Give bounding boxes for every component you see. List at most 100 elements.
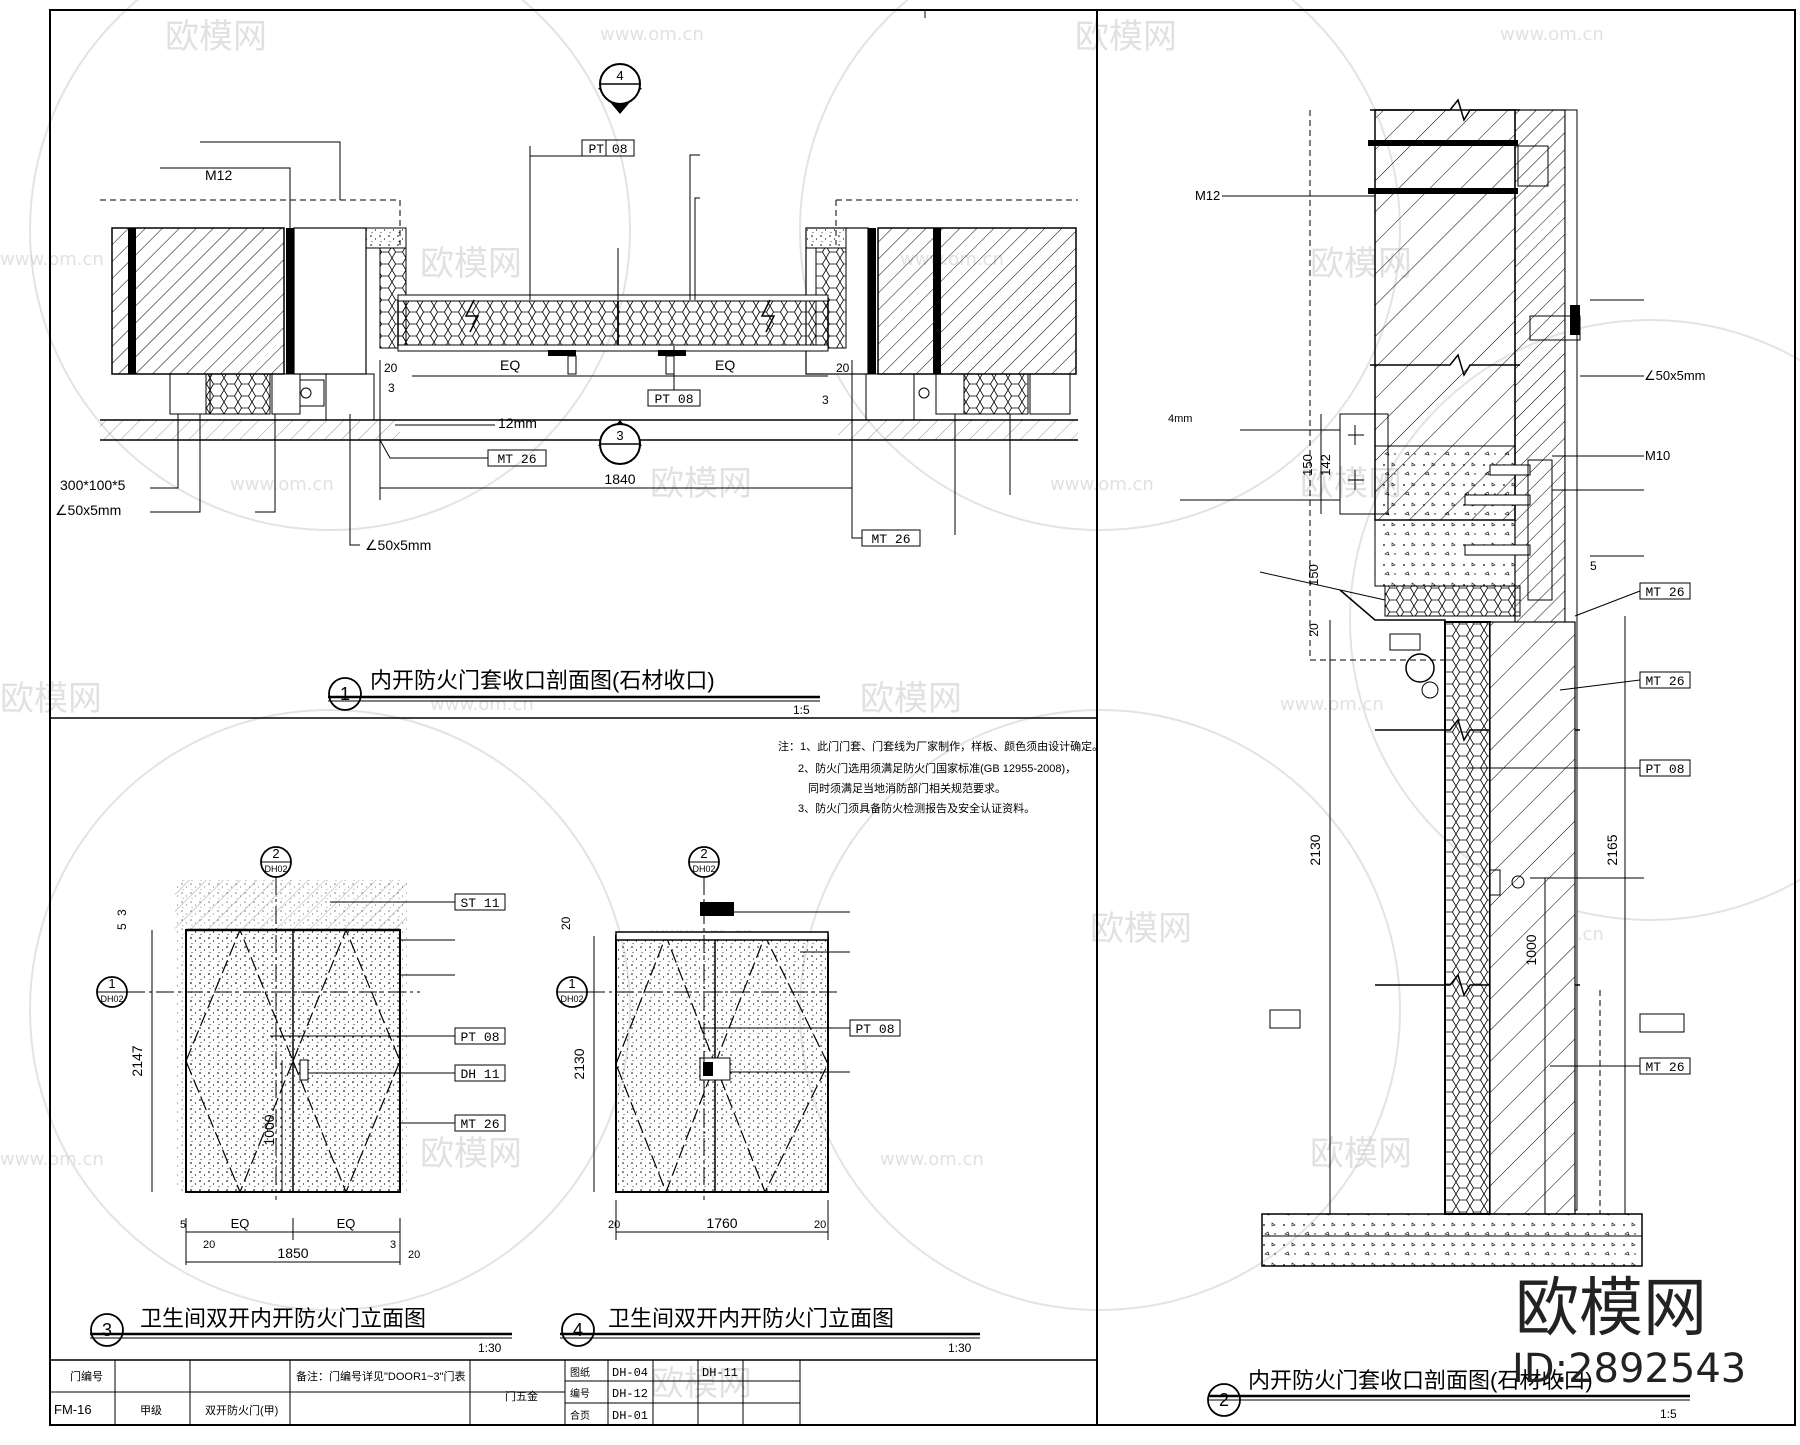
dim-2130: 2130	[571, 1048, 587, 1079]
tag-pt08-mid: PT 08	[647, 389, 701, 407]
section-marker-4: 4	[598, 63, 642, 114]
svg-text:3: 3	[115, 909, 129, 916]
dim-2165: 2165	[1604, 834, 1620, 865]
svg-text:3: 3	[616, 428, 623, 443]
tag-dh11: DH 11	[454, 1064, 506, 1082]
door-code: FM-16	[54, 1402, 92, 1417]
svg-text:门五金: 门五金	[505, 1389, 538, 1403]
svg-text:5: 5	[1590, 559, 1597, 573]
svg-text:5: 5	[115, 923, 129, 930]
detail-2-section: 150 142 150 20 2130 2165 1000 5 M12 ∠50x…	[1168, 98, 1706, 1421]
tag-mt26-s3: MT 26	[1639, 1057, 1691, 1075]
tag-mt26-s2: MT 26	[1639, 671, 1691, 689]
watermark-brand: 欧模网	[860, 679, 962, 719]
svg-text:4: 4	[573, 1320, 583, 1340]
svg-text:MT 26: MT 26	[460, 1117, 499, 1132]
svg-text:双开防火门(甲): 双开防火门(甲)	[205, 1403, 278, 1417]
label-m10-bolt: M10	[1645, 448, 1670, 463]
dim-1000: 1000	[261, 1114, 277, 1145]
watermark-url: www.om.cn	[0, 249, 104, 270]
section-ref-2: 2 DH02	[260, 846, 292, 1200]
watermark-url: www.om.cn	[0, 1149, 104, 1170]
note-line: 3、防火门须具备防火检测报告及安全认证资料。	[798, 801, 1035, 815]
svg-text:DH02: DH02	[100, 994, 123, 1004]
svg-text:DH-12: DH-12	[612, 1387, 648, 1401]
svg-text:PT 08: PT 08	[654, 392, 693, 407]
title-block-table: 门编号 甲级 FM-16 甲级 双开防火门(甲) 备注：门编号详见"DOOR1~…	[49, 1359, 1098, 1426]
svg-text:EQ: EQ	[231, 1216, 250, 1231]
svg-text:3: 3	[390, 1239, 396, 1251]
tag-pt08-top: PT 08	[581, 139, 635, 157]
svg-text:PT 08: PT 08	[460, 1030, 499, 1045]
svg-text:3: 3	[822, 393, 829, 407]
dim-1760: 1760	[706, 1215, 737, 1231]
dim-1000-section: 1000	[1523, 934, 1539, 965]
watermark-url: www.om.cn	[1500, 24, 1604, 45]
watermark-url: www.om.cn	[1280, 694, 1384, 715]
svg-text:1:30: 1:30	[478, 1341, 502, 1355]
svg-text:1:30: 1:30	[948, 1341, 972, 1355]
detail-2-title-text: 内开防火门套收口剖面图(石材收口)	[1248, 1368, 1593, 1393]
svg-text:5: 5	[180, 1219, 186, 1231]
label-angle-steel-2: ∠50x5mm	[365, 537, 431, 553]
svg-text:3: 3	[388, 381, 395, 395]
scale-label: 1:5	[793, 703, 810, 717]
detail-1-title: 1 内开防火门套收口剖面图(石材收口) 1:5	[328, 668, 820, 717]
watermark-brand: 欧模网	[1075, 17, 1177, 57]
general-notes: 注：1、此门门套、门套线为厂家制作，样板、颜色须由设计确定。 2、防火门选用须满…	[778, 739, 1103, 815]
dim-1850: 1850	[277, 1245, 308, 1261]
svg-text:DH02: DH02	[264, 864, 287, 874]
svg-text:MT 26: MT 26	[497, 452, 536, 467]
section-ref-1: 1 DH02	[96, 976, 420, 1008]
dim-1840: 1840	[604, 471, 635, 487]
watermark-url: www.om.cn	[1050, 474, 1154, 495]
svg-text:20: 20	[836, 361, 850, 375]
label-angle-steel: ∠50x5mm	[55, 502, 121, 518]
tag-st11: ST 11	[454, 893, 506, 911]
dim-150b: 150	[1306, 564, 1321, 586]
detail-1-title-text: 内开防火门套收口剖面图(石材收口)	[370, 668, 715, 693]
brand-id: ID:2892543	[1512, 1346, 1746, 1392]
svg-text:MT 26: MT 26	[1645, 585, 1684, 600]
dim-eq: EQ	[500, 357, 520, 373]
label-m12-bolt: M12	[205, 167, 232, 183]
brand-stamp: 欧模网 ID:2892543	[1512, 1272, 1746, 1392]
tag-mt26-left: MT 26	[487, 449, 547, 467]
svg-text:图纸: 图纸	[570, 1366, 590, 1379]
note-line: 注：1、此门门套、门套线为厂家制作，样板、颜色须由设计确定。	[778, 739, 1103, 753]
label-m12-bolt-2: M12	[1195, 188, 1220, 203]
tag-pt08-e3: PT 08	[454, 1027, 506, 1045]
elevation-4-title-text: 卫生间双开内开防火门立面图	[608, 1306, 894, 1331]
svg-text:20: 20	[1307, 623, 1321, 637]
svg-text:20: 20	[408, 1249, 420, 1261]
tag-mt26-right: MT 26	[861, 529, 921, 547]
watermark-brand: 欧模网	[420, 244, 522, 284]
dim-142: 142	[1318, 454, 1333, 476]
brand-logo-text: 欧模网	[1515, 1272, 1707, 1346]
watermark-brand: 欧模网	[165, 17, 267, 57]
svg-text:合页: 合页	[570, 1409, 590, 1422]
svg-text:20: 20	[814, 1219, 826, 1231]
note-line: 同时须满足当地消防部门相关规范要求。	[808, 781, 1006, 795]
svg-text:ST 11: ST 11	[460, 896, 499, 911]
svg-text:MT 26: MT 26	[1645, 1060, 1684, 1075]
detail-1-section: 4	[55, 63, 1078, 717]
dim-150: 150	[1300, 454, 1315, 476]
marker-number: 4	[616, 68, 623, 83]
svg-text:20: 20	[608, 1219, 620, 1231]
tag-mt26-s1: MT 26	[1639, 582, 1691, 600]
svg-text:MT 26: MT 26	[1645, 674, 1684, 689]
svg-text:1:5: 1:5	[1660, 1407, 1677, 1421]
section-marker-3: 3	[598, 420, 642, 465]
dim-2147: 2147	[129, 1045, 145, 1076]
svg-text:MT 26: MT 26	[871, 532, 910, 547]
svg-text:DH-11: DH-11	[702, 1366, 738, 1380]
svg-text:1: 1	[108, 976, 115, 991]
svg-text:PT 08: PT 08	[855, 1022, 894, 1037]
svg-text:2: 2	[700, 846, 707, 861]
label-stone-anchor: 300*100*5	[60, 477, 126, 493]
watermark-url: www.om.cn	[600, 24, 704, 45]
svg-text:20: 20	[203, 1239, 215, 1251]
tag-mt26-e3: MT 26	[454, 1114, 506, 1132]
